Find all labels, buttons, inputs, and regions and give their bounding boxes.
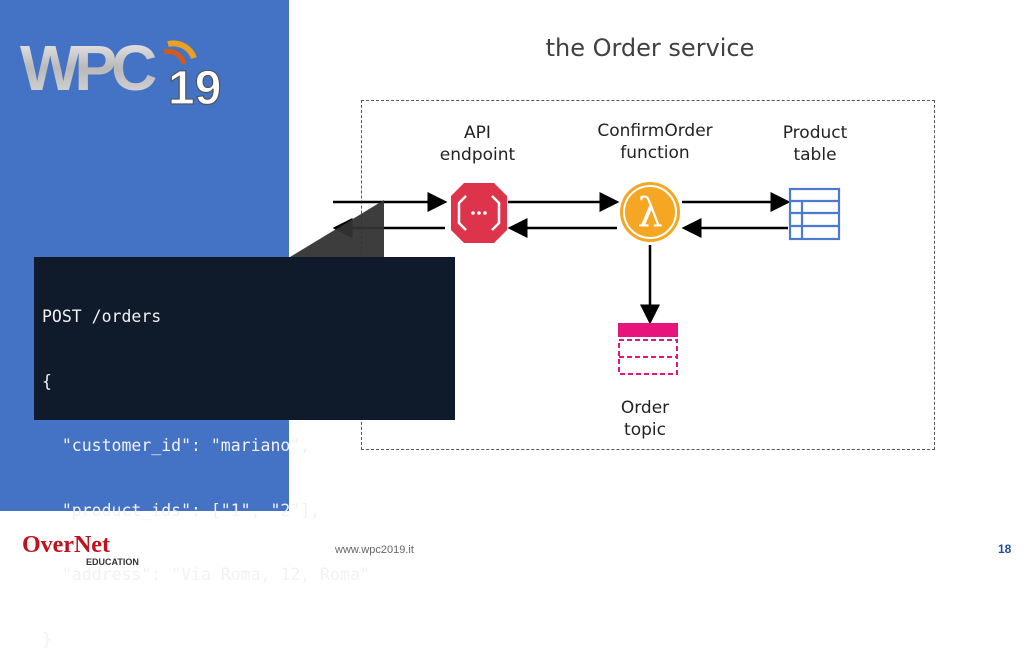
slide-title: the Order service [545, 34, 755, 62]
sidebar-panel [0, 0, 289, 511]
page-number: 18 [998, 542, 1012, 556]
dynamodb-table-icon [788, 187, 841, 241]
footer-url: www.wpc2019.it [335, 544, 414, 556]
svg-text:WPC: WPC [20, 32, 156, 104]
code-line: { [42, 371, 52, 391]
code-line: "customer_id": "mariano", [42, 436, 311, 455]
overnet-education-logo: OverNet EDUCATION [22, 532, 154, 567]
svg-text:19: 19 [168, 62, 221, 115]
sns-topic-icon [618, 323, 678, 375]
wpc19-logo: WPC 19 [20, 32, 222, 116]
lambda-icon: λ [620, 182, 680, 242]
svg-text:EDUCATION: EDUCATION [86, 557, 139, 567]
svg-text:λ: λ [637, 190, 662, 236]
code-line: POST /orders [42, 307, 162, 326]
code-line: } [42, 629, 52, 649]
api-gateway-icon [451, 183, 507, 243]
svg-text:OverNet: OverNet [22, 532, 110, 558]
request-code-callout: POST /orders { "customer_id": "mariano",… [34, 257, 455, 649]
code-line: "product_ids": ["1", "2"], [42, 500, 321, 520]
